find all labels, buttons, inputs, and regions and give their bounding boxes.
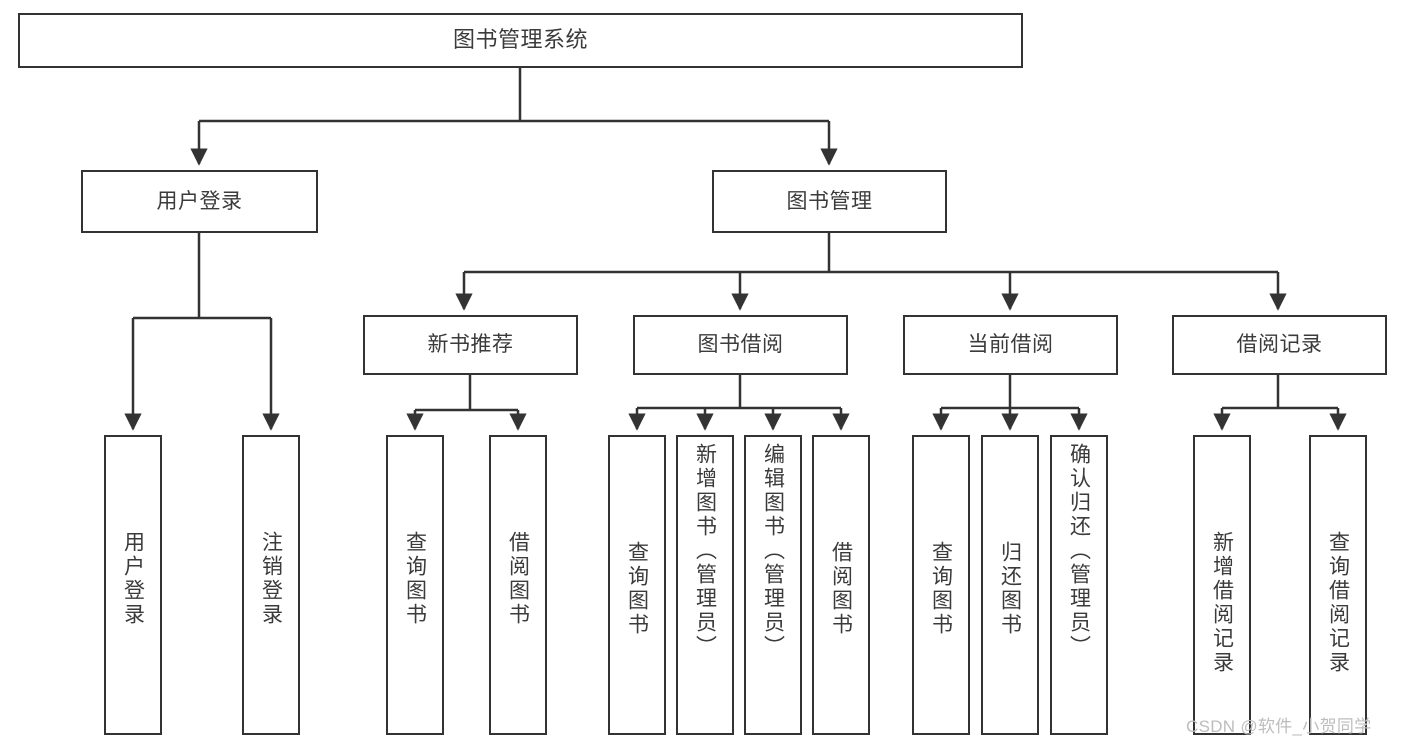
node-book-management[interactable]: 图书管理 bbox=[712, 170, 947, 233]
node-user-login[interactable]: 用户登录 bbox=[81, 170, 318, 233]
node-new-book-recommend[interactable]: 新书推荐 bbox=[363, 315, 578, 375]
node-label: 编辑图书（管理员） bbox=[761, 443, 785, 659]
node-label: 借阅图书 bbox=[829, 541, 853, 637]
node-label: 新增借阅记录 bbox=[1210, 531, 1234, 675]
node-label: 注销登录 bbox=[259, 531, 283, 627]
node-label: 当前借阅 bbox=[967, 333, 1054, 357]
node-label: 用户登录 bbox=[156, 189, 243, 213]
node-root-system[interactable]: 图书管理系统 bbox=[18, 13, 1023, 68]
node-label: 查询图书 bbox=[403, 531, 427, 627]
node-label: 新书推荐 bbox=[427, 333, 514, 357]
node-label: 查询图书 bbox=[929, 541, 953, 637]
node-label: 图书借阅 bbox=[697, 333, 784, 357]
node-label: 查询借阅记录 bbox=[1326, 531, 1350, 675]
leaf-query-borrow-record[interactable]: 查询借阅记录 bbox=[1309, 435, 1367, 735]
node-label: 确认归还（管理员） bbox=[1067, 443, 1091, 659]
leaf-query-book-current[interactable]: 查询图书 bbox=[912, 435, 970, 735]
csdn-watermark: CSDN @软件_小贺同学 bbox=[1186, 717, 1372, 736]
leaf-borrow-book[interactable]: 借阅图书 bbox=[812, 435, 870, 735]
leaf-borrow-book-recommend[interactable]: 借阅图书 bbox=[489, 435, 547, 735]
leaf-add-borrow-record[interactable]: 新增借阅记录 bbox=[1193, 435, 1251, 735]
leaf-edit-book-admin[interactable]: 编辑图书（管理员） bbox=[744, 435, 802, 735]
node-borrow-records[interactable]: 借阅记录 bbox=[1172, 315, 1387, 375]
node-current-borrow[interactable]: 当前借阅 bbox=[903, 315, 1118, 375]
node-label: 借阅记录 bbox=[1236, 333, 1323, 357]
node-label: 归还图书 bbox=[998, 541, 1022, 637]
leaf-return-book[interactable]: 归还图书 bbox=[981, 435, 1039, 735]
leaf-confirm-return-admin[interactable]: 确认归还（管理员） bbox=[1050, 435, 1108, 735]
node-label: 用户登录 bbox=[121, 531, 145, 627]
node-label: 图书管理系统 bbox=[452, 27, 588, 53]
leaf-add-book-admin[interactable]: 新增图书（管理员） bbox=[676, 435, 734, 735]
node-label: 新增图书（管理员） bbox=[693, 443, 717, 659]
leaf-user-login[interactable]: 用户登录 bbox=[104, 435, 162, 735]
node-book-borrow[interactable]: 图书借阅 bbox=[633, 315, 848, 375]
leaf-query-book-borrow[interactable]: 查询图书 bbox=[608, 435, 666, 735]
node-label: 图书管理 bbox=[786, 189, 873, 213]
leaf-query-book-recommend[interactable]: 查询图书 bbox=[386, 435, 444, 735]
node-label: 查询图书 bbox=[625, 541, 649, 637]
leaf-logout[interactable]: 注销登录 bbox=[242, 435, 300, 735]
node-label: 借阅图书 bbox=[506, 531, 530, 627]
